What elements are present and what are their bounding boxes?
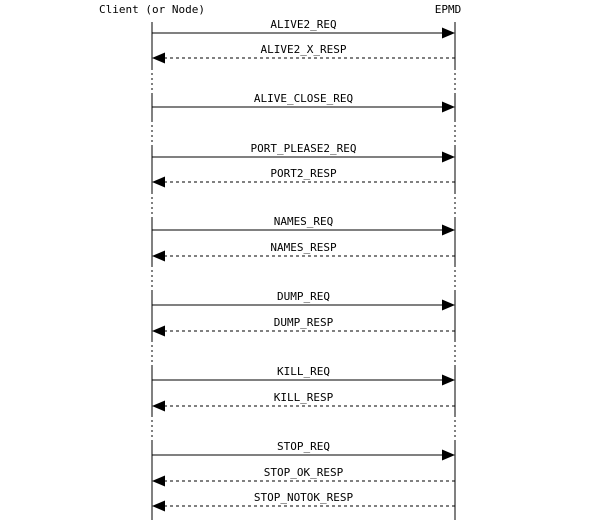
arrowhead-port2-resp bbox=[152, 176, 165, 188]
arrowhead-dump-req bbox=[442, 299, 455, 311]
message-label-alive2-req: ALIVE2_REQ bbox=[270, 18, 337, 31]
message-label-stop-notok-resp: STOP_NOTOK_RESP bbox=[253, 491, 354, 504]
actor-label-client: Client (or Node) bbox=[99, 3, 205, 16]
message-label-port-please2-req: PORT_PLEASE2_REQ bbox=[250, 142, 357, 155]
arrowhead-kill-resp bbox=[152, 400, 165, 412]
message-label-names-resp: NAMES_RESP bbox=[270, 241, 337, 254]
arrowhead-names-req bbox=[442, 224, 455, 236]
message-label-names-req: NAMES_REQ bbox=[273, 215, 334, 228]
arrowhead-alive2-x-resp bbox=[152, 52, 165, 64]
lifelines-layer bbox=[151, 22, 456, 520]
arrowhead-dump-resp bbox=[152, 325, 165, 337]
arrowhead-alive-close-req bbox=[442, 101, 455, 113]
message-label-kill-resp: KILL_RESP bbox=[273, 391, 334, 404]
message-label-stop-req: STOP_REQ bbox=[277, 440, 330, 453]
message-label-port2-resp: PORT2_RESP bbox=[270, 167, 337, 180]
messages-layer bbox=[152, 27, 455, 512]
message-label-stop-ok-resp: STOP_OK_RESP bbox=[263, 466, 344, 479]
message-label-alive-close-req: ALIVE_CLOSE_REQ bbox=[253, 92, 354, 105]
arrowhead-kill-req bbox=[442, 374, 455, 386]
arrowhead-stop-req bbox=[442, 449, 455, 461]
message-label-alive2-x-resp: ALIVE2_X_RESP bbox=[260, 43, 347, 56]
arrowhead-port-please2-req bbox=[442, 151, 455, 163]
message-label-kill-req: KILL_REQ bbox=[277, 365, 330, 378]
arrowhead-stop-ok-resp bbox=[152, 475, 165, 487]
arrowhead-names-resp bbox=[152, 250, 165, 262]
arrowhead-alive2-req bbox=[442, 27, 455, 39]
arrowhead-stop-notok-resp bbox=[152, 500, 165, 512]
message-label-dump-resp: DUMP_RESP bbox=[273, 316, 334, 329]
message-label-dump-req: DUMP_REQ bbox=[277, 290, 330, 303]
actor-label-epmd: EPMD bbox=[434, 3, 462, 16]
